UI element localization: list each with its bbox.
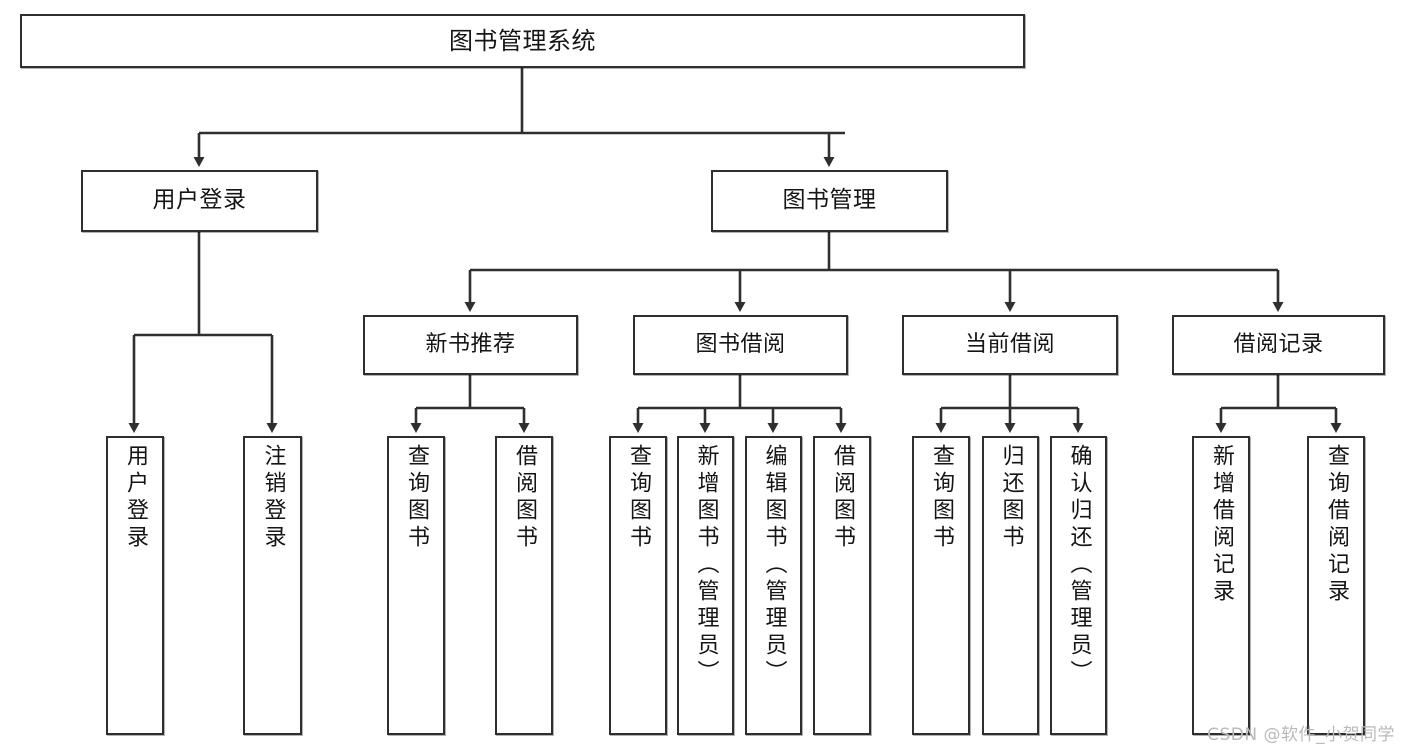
leaf-current-return-book[interactable]: 归还图书 [982, 436, 1039, 735]
node-label: 确认归还（管理员） [1066, 444, 1092, 687]
node-borrow-records[interactable]: 借阅记录 [1172, 315, 1385, 375]
node-label: 查询图书 [404, 444, 429, 552]
leaf-recommend-query-book[interactable]: 查询图书 [387, 436, 445, 735]
node-label: 借阅记录 [1233, 331, 1324, 357]
node-label: 新增借阅记录 [1209, 444, 1234, 606]
node-user-login[interactable]: 用户登录 [81, 170, 318, 232]
node-label: 归还图书 [998, 444, 1024, 552]
leaf-borrow-edit-book-admin[interactable]: 编辑图书（管理员） [745, 436, 802, 735]
node-label: 查询图书 [626, 444, 651, 552]
leaf-logout[interactable]: 注销登录 [243, 436, 302, 735]
leaf-recommend-borrow-book[interactable]: 借阅图书 [495, 436, 553, 735]
node-label: 新书推荐 [425, 331, 516, 357]
node-label: 当前借阅 [964, 331, 1055, 357]
node-book-borrow[interactable]: 图书借阅 [633, 315, 848, 375]
node-label: 图书管理 [782, 187, 877, 214]
node-label: 查询借阅记录 [1324, 444, 1349, 606]
node-label: 借阅图书 [830, 444, 855, 552]
node-label: 用户登录 [123, 444, 148, 552]
leaf-records-query-record[interactable]: 查询借阅记录 [1307, 436, 1365, 735]
node-new-book-recommend[interactable]: 新书推荐 [363, 315, 578, 375]
node-label: 借阅图书 [512, 444, 537, 552]
node-label: 新增图书（管理员） [693, 444, 719, 687]
leaf-borrow-borrow-book[interactable]: 借阅图书 [813, 436, 871, 735]
leaf-current-confirm-return-admin[interactable]: 确认归还（管理员） [1050, 436, 1107, 735]
node-current-borrow[interactable]: 当前借阅 [902, 315, 1118, 375]
leaf-current-query-book[interactable]: 查询图书 [912, 436, 970, 735]
node-root-system[interactable]: 图书管理系统 [20, 14, 1025, 68]
node-label: 查询图书 [929, 444, 954, 552]
node-label: 图书管理系统 [449, 26, 596, 55]
node-book-management[interactable]: 图书管理 [711, 170, 948, 232]
leaf-user-login[interactable]: 用户登录 [106, 436, 164, 735]
node-label: 注销登录 [260, 444, 286, 552]
watermark-text: CSDN @软件_小贺同学 [1207, 725, 1395, 745]
node-label: 图书借阅 [695, 331, 786, 357]
node-label: 编辑图书（管理员） [761, 444, 787, 687]
leaf-records-add-record[interactable]: 新增借阅记录 [1192, 436, 1250, 735]
leaf-borrow-add-book-admin[interactable]: 新增图书（管理员） [677, 436, 734, 735]
node-label: 用户登录 [152, 187, 247, 214]
leaf-borrow-query-book[interactable]: 查询图书 [609, 436, 667, 735]
